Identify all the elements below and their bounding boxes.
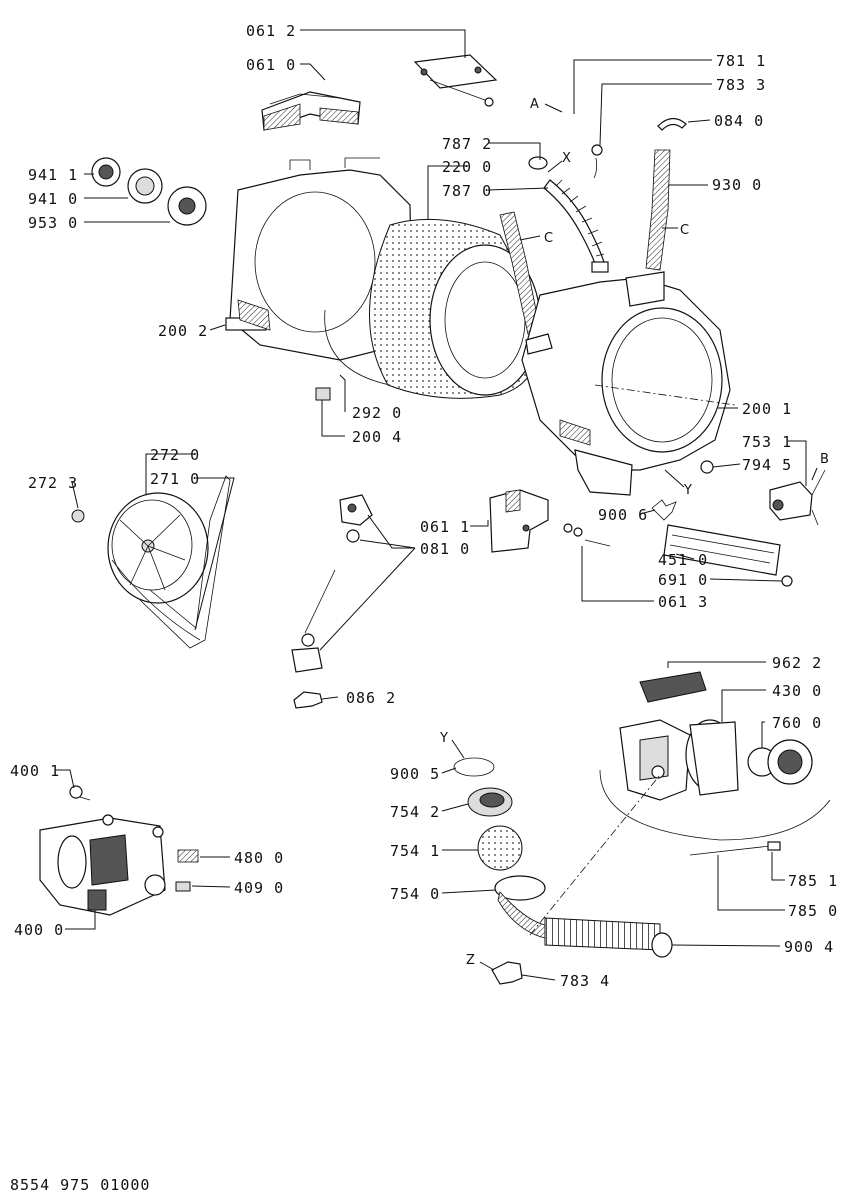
heater-nut-part (781, 575, 793, 587)
bearing-941-0-part (127, 168, 163, 204)
assembly-axis (529, 774, 661, 936)
part-label-783-4: 783 4 (560, 972, 610, 990)
part-label-c-left: C (544, 231, 553, 246)
part-label-787-0: 787 0 (442, 182, 492, 200)
pump-housing-part (599, 719, 831, 841)
seal-754-2-part (467, 787, 513, 817)
part-label-953-0: 953 0 (28, 214, 78, 232)
part-label-086-2: 086 2 (346, 689, 396, 707)
assembly-axis (594, 384, 736, 406)
part-label-271-0: 271 0 (150, 470, 200, 488)
part-label-900-4: 900 4 (784, 938, 834, 956)
drain-hose-part (494, 875, 673, 958)
part-label-941-1: 941 1 (28, 166, 78, 184)
drum-part (369, 218, 543, 399)
part-label-783-3: 783 3 (716, 76, 766, 94)
hose-930-part (645, 149, 671, 271)
counterweight-part (261, 91, 361, 131)
bracket-plate-part (413, 54, 498, 107)
part-label-200-1: 200 1 (742, 400, 792, 418)
wire-part (689, 841, 781, 856)
heater-part (663, 524, 781, 576)
part-label-900-5: 900 5 (390, 765, 440, 783)
sensor-part (769, 469, 826, 526)
bolt-set-part (563, 523, 611, 547)
part-label-787-2: 787 2 (442, 135, 492, 153)
part-label-a: A (530, 97, 539, 112)
part-label-691-0: 691 0 (658, 571, 708, 589)
part-label-c-right: C (680, 223, 689, 238)
pulley-nut-part (71, 509, 85, 523)
part-label-x: X (562, 151, 571, 166)
clip-086-2-part (293, 691, 323, 709)
sheet-part (639, 671, 707, 703)
part-label-200-2: 200 2 (158, 322, 208, 340)
part-label-781-1: 781 1 (716, 52, 766, 70)
motor-part (39, 814, 166, 916)
shock-absorber-part (291, 494, 373, 673)
clip-900-6-part (651, 499, 677, 521)
part-label-272-0: 272 0 (150, 446, 200, 464)
part-label-084-0: 084 0 (714, 112, 764, 130)
capacitor-part (175, 881, 191, 892)
front-tub-part (521, 271, 731, 496)
part-label-754-1: 754 1 (390, 842, 440, 860)
brush-part (177, 849, 199, 863)
part-label-409-0: 409 0 (234, 879, 284, 897)
part-labels: 061 2 061 0 781 1 783 3 A 084 0 787 2 X … (10, 22, 838, 990)
part-label-430-0: 430 0 (772, 682, 822, 700)
part-label-b: B (820, 452, 829, 467)
part-label-061-1: 061 1 (420, 518, 470, 536)
part-label-785-1: 785 1 (788, 872, 838, 890)
part-label-753-1: 753 1 (742, 433, 792, 451)
part-label-962-2: 962 2 (772, 654, 822, 672)
leader-lines (55, 29, 818, 981)
rod-part (562, 110, 603, 179)
part-label-y-upper: Y (683, 483, 692, 498)
pulley-part (107, 492, 209, 641)
part-label-900-6: 900 6 (598, 506, 648, 524)
part-label-941-0: 941 0 (28, 190, 78, 208)
part-label-y-lower: Y (439, 731, 448, 746)
filter-part (747, 739, 813, 785)
document-number: 8554 975 01000 (10, 1176, 151, 1194)
seal-953-0-part (167, 186, 207, 226)
ball-part (477, 825, 523, 871)
bellows-hose-part (528, 156, 609, 273)
part-label-400-1: 400 1 (10, 762, 60, 780)
part-label-292-0: 292 0 (352, 404, 402, 422)
part-label-794-5: 794 5 (742, 456, 792, 474)
part-label-785-0: 785 0 (788, 902, 838, 920)
part-label-272-3: 272 3 (28, 474, 78, 492)
part-label-754-2: 754 2 (390, 803, 440, 821)
part-label-200-4: 200 4 (352, 428, 402, 446)
elbow-part (491, 961, 523, 985)
strap-part (324, 309, 391, 386)
part-label-930-0: 930 0 (712, 176, 762, 194)
part-label-400-0: 400 0 (14, 921, 64, 939)
part-label-754-0: 754 0 (390, 885, 440, 903)
part-label-480-0: 480 0 (234, 849, 284, 867)
part-label-451-0: 451 0 (658, 551, 708, 569)
clip-part (657, 117, 687, 131)
part-label-061-0: 061 0 (246, 56, 296, 74)
nut-part (700, 460, 714, 474)
part-label-z: Z (466, 953, 475, 968)
rear-tub-part (225, 157, 413, 361)
part-label-220-0: 220 0 (442, 158, 492, 176)
bracket-061-1-part (489, 489, 549, 553)
bearing-941-1-part (91, 157, 121, 187)
part-label-081-0: 081 0 (420, 540, 470, 558)
part-label-061-3: 061 3 (658, 593, 708, 611)
part-label-760-0: 760 0 (772, 714, 822, 732)
ring-part (453, 757, 495, 777)
part-label-061-2: 061 2 (246, 22, 296, 40)
block-part (315, 387, 331, 401)
bolt-400-1-part (69, 785, 91, 801)
